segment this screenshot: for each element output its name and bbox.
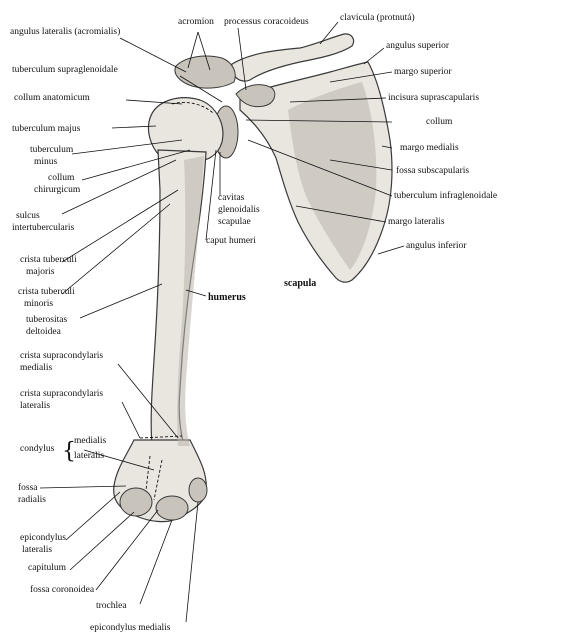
label-fossa-radialis-2: radialis xyxy=(18,495,46,505)
label-sulcus-2: intertubercularis xyxy=(12,223,75,233)
label-tuberculum-supraglenoidale: tuberculum supraglenoidale xyxy=(12,65,118,75)
label-capitulum: capitulum xyxy=(28,563,67,573)
label-crista-sup-med-1: crista supracondylaris xyxy=(20,351,103,361)
label-margo-superior: margo superior xyxy=(394,67,452,77)
label-crista-sup-lat-1: crista supracondylaris xyxy=(20,389,103,399)
label-collum-chirurgicum-2: chirurgicum xyxy=(34,185,81,195)
label-incisura-suprascapularis: incisura suprascapularis xyxy=(388,93,479,103)
label-scapula: scapula xyxy=(284,278,316,289)
label-condylus: condylus xyxy=(20,444,55,454)
label-trochlea: trochlea xyxy=(96,601,127,611)
label-acromion: acromion xyxy=(178,17,214,27)
label-lateralis: lateralis xyxy=(74,451,104,461)
trochlea-shape xyxy=(156,496,188,520)
label-sulcus-1: sulcus xyxy=(16,211,40,221)
label-crista-minoris-1: crista tuberculi xyxy=(18,287,75,297)
label-fossa-coronoidea: fossa coronoidea xyxy=(30,584,95,595)
label-tuberculum-infraglenoidale: tuberculum infraglenoidale xyxy=(394,190,497,201)
label-angulus-lateralis: angulus lateralis (acromialis) xyxy=(10,26,120,37)
label-medialis: medialis xyxy=(74,436,106,446)
capitulum-shape xyxy=(120,488,152,516)
scapula-shading xyxy=(288,82,376,270)
label-tuberculum-majus: tuberculum majus xyxy=(12,124,81,134)
label-fossa-radialis-1: fossa xyxy=(18,482,38,493)
label-angulus-superior: angulus superior xyxy=(386,41,450,51)
label-collum-anatomicum: collum anatomicum xyxy=(14,93,90,103)
label-collum: collum xyxy=(426,117,453,127)
label-margo-lateralis: margo lateralis xyxy=(388,217,445,227)
label-tuberositas-2: deltoidea xyxy=(26,327,62,337)
label-crista-minoris-2: minoris xyxy=(24,299,53,309)
label-cavitas-1: cavitas xyxy=(218,193,245,203)
label-collum-chirurgicum-1: collum xyxy=(48,173,75,183)
label-crista-majoris-1: crista tuberculi xyxy=(20,255,77,265)
label-tuberculum-minus-2: minus xyxy=(34,157,58,167)
label-epicondylus-lateralis-2: lateralis xyxy=(22,545,52,555)
label-fossa-subscapularis: fossa subscapularis xyxy=(396,165,469,176)
label-processus-coracoideus: processus coracoideus xyxy=(224,17,309,27)
label-caput-humeri: caput humeri xyxy=(206,236,256,246)
label-cavitas-2: glenoidalis xyxy=(218,205,260,215)
label-clavicula: clavicula (protnutá) xyxy=(340,12,415,23)
epicondylus-medialis-shape xyxy=(189,478,207,502)
label-angulus-inferior: angulus inferior xyxy=(406,240,467,251)
label-epicondylus-lateralis-1: epicondylus xyxy=(20,533,66,543)
label-tuberculum-minus-1: tuberculum xyxy=(30,145,74,155)
label-humerus: humerus xyxy=(208,292,246,303)
label-epicondylus-medialis: epicondylus medialis xyxy=(90,623,171,633)
label-crista-sup-med-2: medialis xyxy=(20,363,52,373)
label-margo-medialis: margo medialis xyxy=(400,143,459,153)
label-crista-majoris-2: majoris xyxy=(26,267,55,277)
acromion xyxy=(175,56,235,88)
label-tuberositas-1: tuberositas xyxy=(26,315,67,325)
label-crista-sup-lat-2: lateralis xyxy=(20,401,50,411)
label-cavitas-3: scapulae xyxy=(218,217,251,227)
